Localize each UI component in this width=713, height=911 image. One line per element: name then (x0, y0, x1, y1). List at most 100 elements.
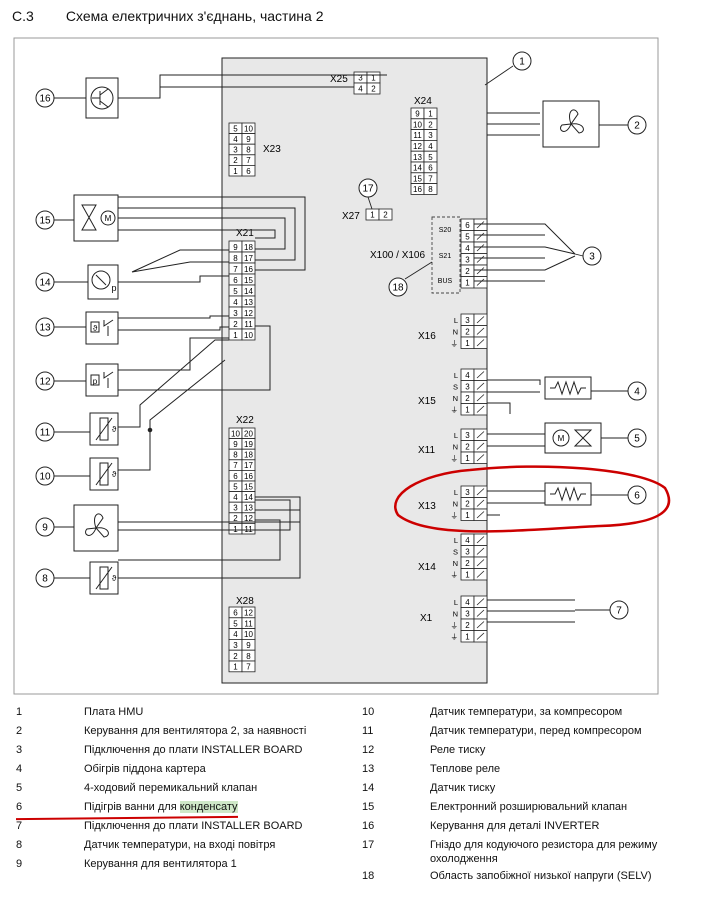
pin-number: 4 (428, 142, 433, 151)
wire (487, 112, 540, 136)
callout-number: 9 (42, 523, 48, 534)
signal-label: N (453, 328, 458, 337)
pin-number: 12 (413, 142, 422, 151)
pin-number: 2 (465, 394, 470, 403)
callout-4 (627, 381, 647, 401)
legend-number: 9 (16, 858, 23, 870)
legend-text: Реле тиску (430, 744, 486, 756)
pin-number: 1 (465, 633, 470, 642)
selv-zone (431, 216, 461, 294)
valve-icon (573, 429, 593, 447)
pin-number: 3 (233, 504, 238, 513)
legend-number: 5 (16, 782, 23, 794)
thermistor-icon (99, 417, 109, 441)
x15-label: X15 (418, 396, 436, 407)
legend-text: Теплове реле (430, 763, 501, 775)
wire (474, 255, 576, 282)
pin-number: 2 (465, 559, 470, 568)
pin-number: 2 (233, 652, 238, 661)
wire (118, 315, 229, 319)
pin-number: 10 (413, 120, 422, 129)
x100-group-label: BUS (438, 278, 453, 285)
signal-label: ⏚ (451, 633, 459, 642)
legend-text: Підігрів ванни для конденсату (84, 800, 354, 814)
legend-text: Керування для деталі INVERTER (430, 820, 600, 832)
x14-label: X14 (418, 562, 436, 573)
pin-number: 9 (246, 135, 251, 144)
callout-16 (35, 88, 55, 108)
callout-number: 11 (40, 428, 51, 439)
legend-number: 8 (16, 839, 23, 851)
pin-number: 18 (244, 243, 253, 252)
valve-icon (81, 204, 97, 231)
pin-cell (241, 523, 256, 535)
motor-symbol: M (558, 434, 565, 443)
legend-text: Гніздо для кодуючого резистора для режим… (430, 839, 658, 865)
x100-group-label: S20 (439, 227, 452, 234)
theta-symbol: ϑ (112, 574, 117, 583)
signal-label: ⏚ (451, 454, 459, 463)
pin-number: 3 (465, 431, 470, 440)
motor-icon (552, 429, 570, 447)
signal-label: ⏚ (451, 621, 459, 630)
pin-number: 1 (465, 511, 470, 520)
transistor-icon (90, 86, 114, 110)
pin-number: 1 (465, 279, 470, 288)
callout-number: 18 (392, 283, 404, 294)
pin-number: 17 (244, 254, 253, 263)
thermal-icon (90, 321, 100, 333)
wire (487, 402, 511, 414)
legend-text: Підключення до плати INSTALLER BOARD (84, 744, 303, 756)
signal-label: L (454, 431, 458, 440)
fan-icon (560, 109, 584, 134)
pin-number: 2 (465, 500, 470, 509)
signal-label: ⏚ (451, 511, 459, 520)
legend-text: 4-ходовий перемикальний клапан (84, 782, 258, 794)
callout-number: 5 (634, 434, 640, 445)
pin-number: 15 (413, 174, 422, 183)
callout-12 (35, 371, 55, 391)
pin-number: 5 (233, 619, 238, 628)
legend-text: Датчик тиску (430, 782, 496, 794)
x13-label: X13 (418, 501, 436, 512)
legend-text: Область запобіжної низької напруги (SELV… (430, 870, 652, 882)
pin-number: 1 (465, 454, 470, 463)
pin-number: 13 (244, 298, 253, 307)
signal-label: L (454, 371, 458, 380)
wire (487, 490, 545, 504)
legend-number: 4 (16, 763, 23, 775)
wire (487, 433, 545, 447)
legend-number: 1 (16, 706, 23, 718)
wire (118, 275, 229, 283)
pin-number: 4 (465, 371, 470, 380)
pin-number: 2 (428, 120, 433, 129)
pin-number: 8 (428, 185, 433, 194)
pin-number: 12 (244, 609, 253, 618)
motor-icon (100, 210, 116, 226)
callout-number: 15 (39, 216, 51, 227)
wire (118, 86, 354, 99)
legend-number: 14 (362, 782, 375, 794)
theta-symbol: ϑ (112, 470, 117, 479)
pin-number: 12 (244, 309, 253, 318)
wire (118, 217, 286, 250)
signal-label: ⏚ (451, 339, 459, 348)
pin-cell (366, 82, 381, 95)
wire (131, 249, 229, 273)
pin-number: 1 (465, 571, 470, 580)
pin-number: 15 (244, 276, 253, 285)
thermistor-icon (99, 462, 109, 486)
pin-number: 11 (413, 131, 422, 140)
pin-number: 14 (244, 287, 253, 296)
